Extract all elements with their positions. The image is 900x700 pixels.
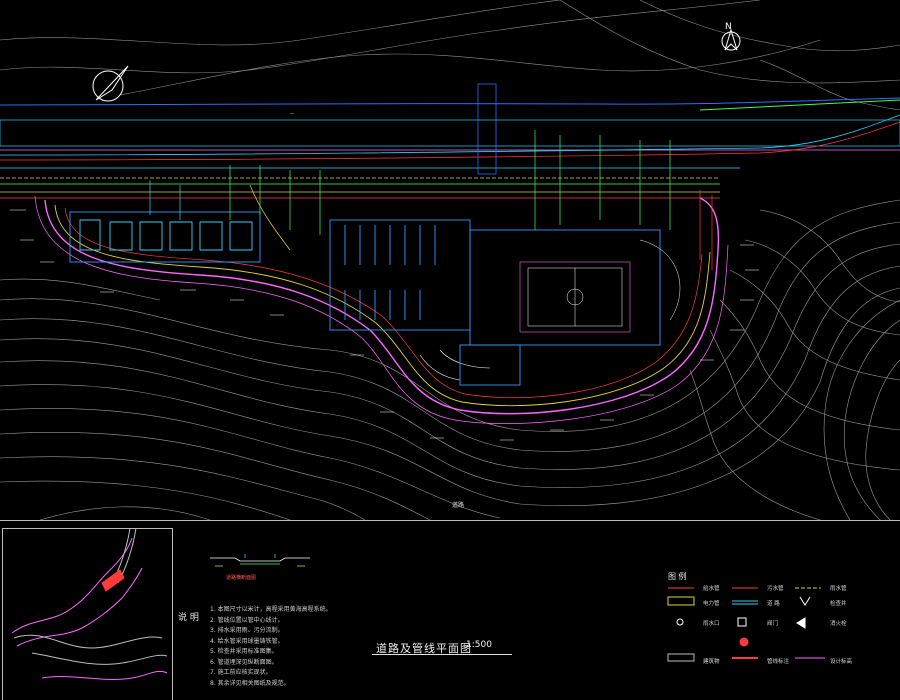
note-item: 8. 其余详见相关图纸及规范。 xyxy=(210,679,290,687)
frame-left-line xyxy=(2,528,3,700)
key-map-inset xyxy=(11,528,168,680)
site-loop-road xyxy=(34,195,729,424)
legend-label: 检查井 xyxy=(830,601,847,607)
legend-label: 污水管 xyxy=(767,586,784,592)
site-buildings xyxy=(69,211,681,386)
north-arrow-secondary-icon xyxy=(92,65,129,102)
note-item: 5. 检查井采用标准图集。 xyxy=(210,648,278,655)
note-item: 3. 排水采用雨、污分流制。 xyxy=(210,627,284,634)
section-caption: 道路横断面图 xyxy=(226,575,257,581)
frame-divider xyxy=(172,528,173,700)
site-plan-drawing: — 道路 xyxy=(0,0,900,520)
callout-tags xyxy=(10,209,759,441)
drawing-title: 道路及管线平面图 xyxy=(376,642,472,655)
legend-label: 电力管 xyxy=(703,601,720,607)
frame-top-line xyxy=(0,520,900,521)
svg-text:—: — xyxy=(290,111,294,116)
drawing-scale: 1:500 xyxy=(466,640,492,650)
highway-corridor xyxy=(0,83,900,199)
legend-label: 建筑物 xyxy=(703,659,720,665)
legend-label: 管线标注 xyxy=(767,659,790,665)
legend-title: 图 例 xyxy=(668,572,687,581)
road-cross-section xyxy=(210,554,310,567)
notes-title: 说 明 xyxy=(178,613,199,623)
north-letter: N xyxy=(725,22,732,32)
note-item: 6. 管道埋深见纵断面图。 xyxy=(210,658,278,666)
legend-label: 道 路 xyxy=(767,601,780,607)
legend-label: 给水管 xyxy=(703,586,720,592)
pipe-branches xyxy=(149,130,713,270)
legend-label: 阀门 xyxy=(767,621,779,627)
note-item: 2. 管线位置以管中心线计。 xyxy=(210,616,284,624)
note-item: 7. 施工前应核实现状。 xyxy=(210,669,272,676)
upper-terrain xyxy=(0,0,900,111)
road-label: 道路 xyxy=(452,501,464,509)
north-arrow-icon xyxy=(721,28,741,51)
note-item: 4. 给水管采用球墨铸铁管。 xyxy=(210,637,284,645)
frame-inner-top xyxy=(2,528,172,529)
legend-label: 雨水管 xyxy=(830,586,847,592)
legend-label: 设计标高 xyxy=(830,659,853,665)
note-item: 1. 本图尺寸以米计，高程采用黄海高程系统。 xyxy=(210,606,332,613)
notes-list: 1. 本图尺寸以米计，高程采用黄海高程系统。 2. 管线位置以管中心线计。 3.… xyxy=(210,605,332,689)
title-underline xyxy=(372,654,512,655)
legend-symbols xyxy=(667,587,825,662)
legend-label: 雨水口 xyxy=(703,621,720,627)
terrain-contours xyxy=(0,199,900,520)
legend-label: 消火栓 xyxy=(830,621,847,627)
